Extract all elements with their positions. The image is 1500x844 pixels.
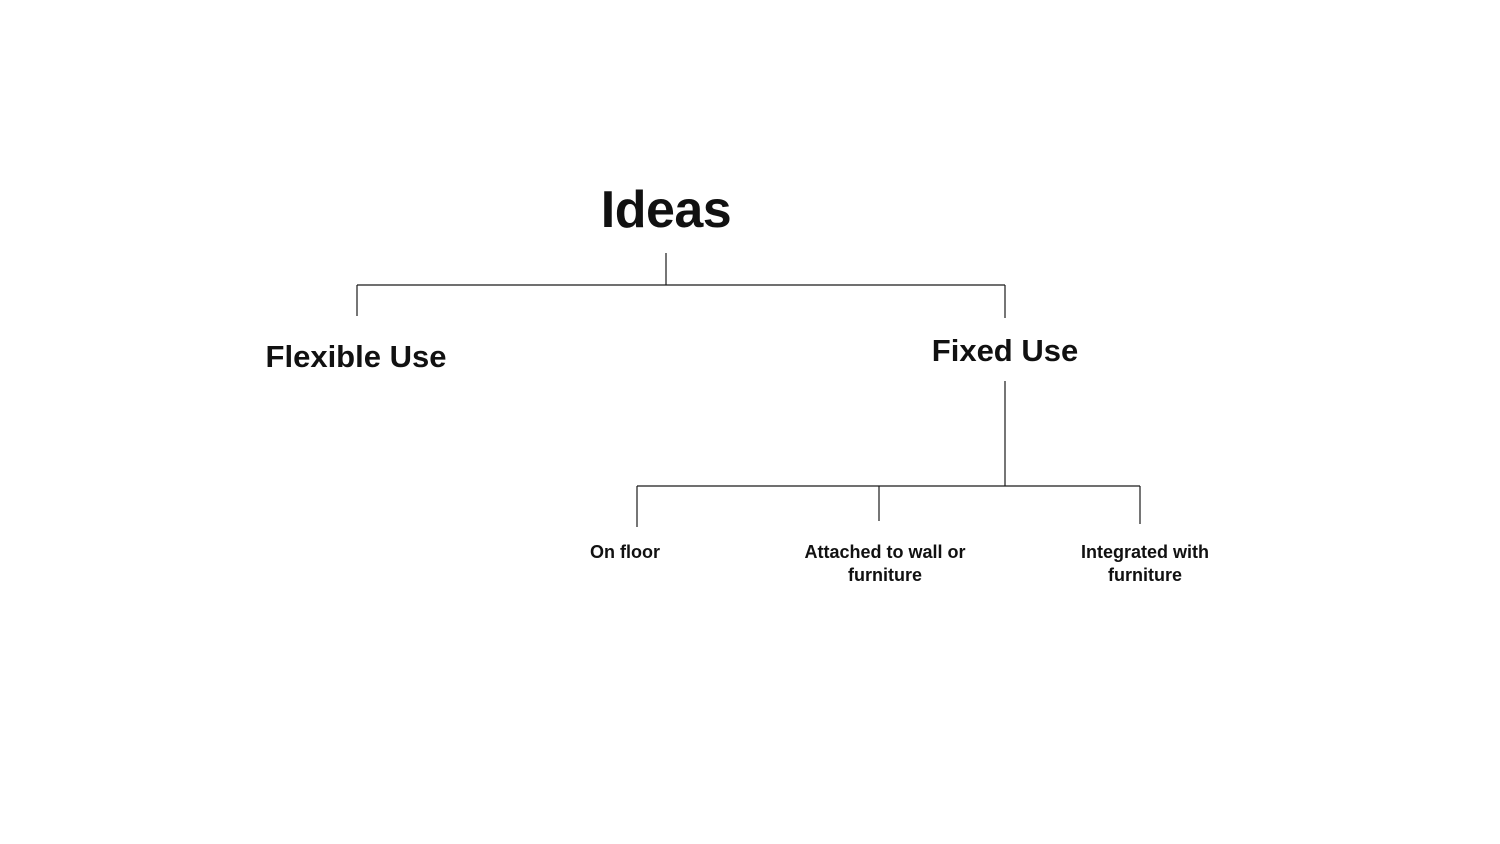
node-fixed-use: Fixed Use [931,333,1079,368]
node-ideas: Ideas [600,181,732,239]
node-flexible-use: Flexible Use [265,339,447,374]
node-attached-to-wall-or-furniture: Attached to wall or furniture [804,542,966,585]
node-on-floor: On floor [590,542,660,562]
node-integrated-with-furniture: Integrated with furniture [1080,542,1209,585]
